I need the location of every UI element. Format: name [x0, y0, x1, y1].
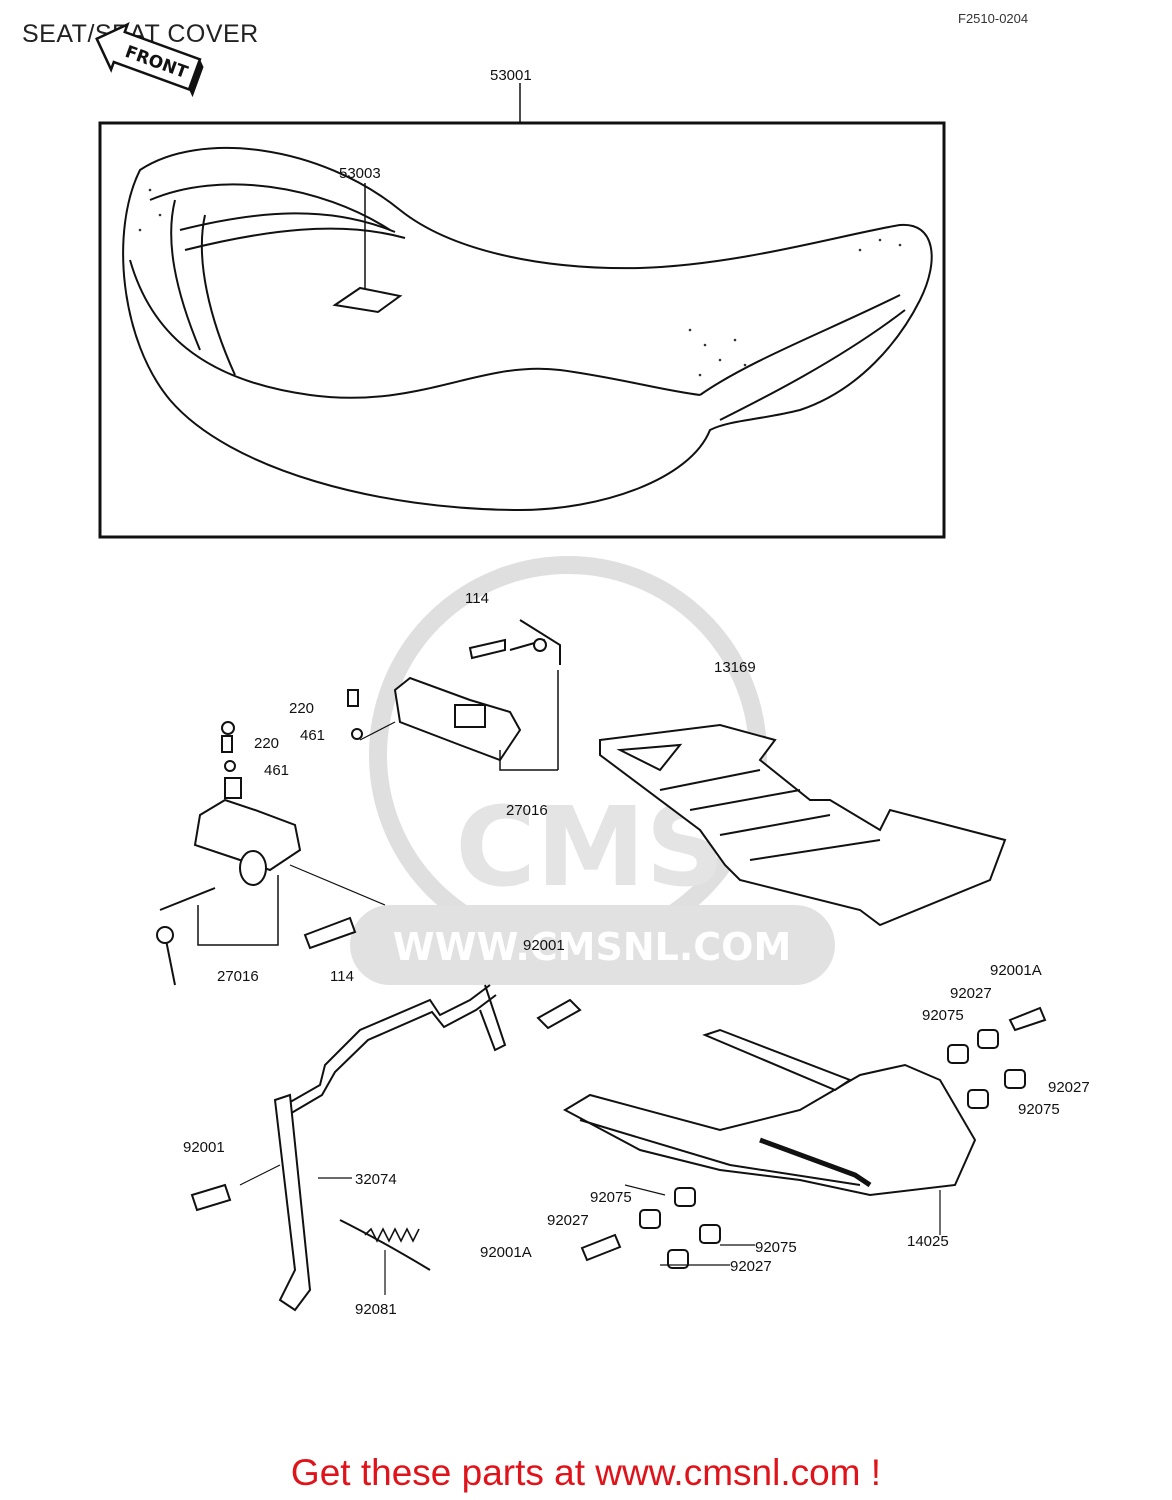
- footer-link[interactable]: Get these parts at www.cmsnl.com !: [290, 1452, 882, 1493]
- watermark-url: WWW.CMSNL.COM: [393, 925, 792, 969]
- label-27016-top: 27016: [506, 802, 548, 819]
- label-13169: 13169: [714, 659, 756, 676]
- label-53001: 53001: [490, 67, 532, 84]
- seat-lock-left: [156, 721, 357, 986]
- spring: [364, 1227, 420, 1243]
- label-92075-r1: 92075: [922, 1007, 964, 1024]
- label-92027-b1: 92027: [547, 1212, 589, 1229]
- label-92075-b2: 92075: [755, 1239, 797, 1256]
- seat-illustration: [122, 146, 933, 512]
- label-53003: 53003: [339, 165, 381, 182]
- tail-cover: [562, 1028, 977, 1197]
- label-92081: 92081: [355, 1301, 397, 1318]
- tool-tray: [599, 723, 1007, 927]
- label-92001-left: 92001: [183, 1139, 225, 1156]
- label-92027-b2: 92027: [730, 1258, 772, 1275]
- label-92001A-right: 92001A: [990, 962, 1042, 979]
- seat-frame: [98, 121, 946, 539]
- label-461-a: 461: [300, 727, 325, 744]
- fasteners: [580, 1006, 1047, 1269]
- label-220-b: 220: [254, 735, 279, 752]
- label-14025: 14025: [907, 1233, 949, 1250]
- label-92075-b1: 92075: [590, 1189, 632, 1206]
- label-461-b: 461: [264, 762, 289, 779]
- label-92001-top: 92001: [523, 937, 565, 954]
- label-92001A-bottom: 92001A: [480, 1244, 532, 1261]
- label-220-a: 220: [289, 700, 314, 717]
- front-arrow-icon: FRONT: [95, 22, 204, 98]
- label-32074: 32074: [355, 1171, 397, 1188]
- label-114-top: 114: [465, 590, 489, 607]
- seat-release-rod: [190, 984, 582, 1312]
- label-92075-r2: 92075: [1018, 1101, 1060, 1118]
- seat-texture: [138, 188, 902, 377]
- diagram-code: F2510-0204: [958, 11, 1029, 26]
- label-92027-r1: 92027: [950, 985, 992, 1002]
- seat-lock-top: [347, 619, 561, 762]
- label-27016-left: 27016: [217, 968, 259, 985]
- label-114-left: 114: [330, 968, 354, 985]
- label-92027-r2: 92027: [1048, 1079, 1090, 1096]
